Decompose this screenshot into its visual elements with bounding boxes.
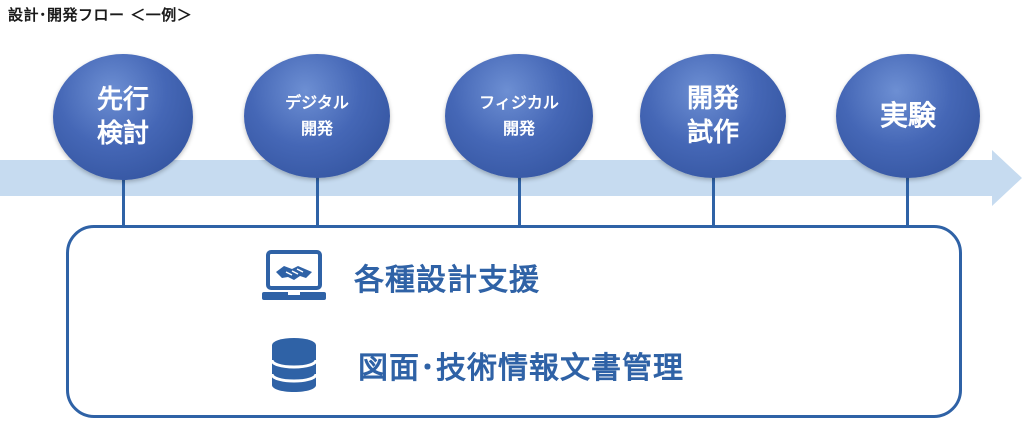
- support-item-design: 各種設計支援: [262, 250, 540, 304]
- stage-circle-advance-study: 先行 検討: [53, 54, 193, 180]
- connector-line: [906, 172, 909, 227]
- database-icon: [270, 338, 318, 392]
- support-item-label: 図面･技術情報文書管理: [358, 351, 684, 386]
- connector-line: [518, 172, 521, 227]
- stage-label: 実験: [879, 99, 936, 132]
- stage-circle-prototype: 開発 試作: [640, 54, 786, 178]
- stage-circle-digital-development: デジタル 開発: [244, 54, 390, 178]
- support-services-box: [66, 225, 962, 418]
- stage-circle-experiment: 実験: [836, 54, 980, 178]
- connector-line: [712, 172, 715, 227]
- stage-label: 先行 検討: [96, 85, 149, 149]
- stage-label: デジタル 開発: [285, 93, 349, 138]
- stage-circle-physical-development: フィジカル 開発: [445, 54, 593, 178]
- stage-label: 開発 試作: [686, 84, 739, 148]
- diagram-title: 設計･開発フロー ＜一例＞: [8, 6, 193, 24]
- connector-line: [122, 172, 125, 227]
- support-item-document-management: 図面･技術情報文書管理: [268, 336, 684, 394]
- connector-line: [316, 172, 319, 227]
- laptop-handshake-icon: [262, 250, 326, 300]
- support-item-label: 各種設計支援: [354, 263, 540, 298]
- stage-label: フィジカル 開発: [479, 93, 559, 138]
